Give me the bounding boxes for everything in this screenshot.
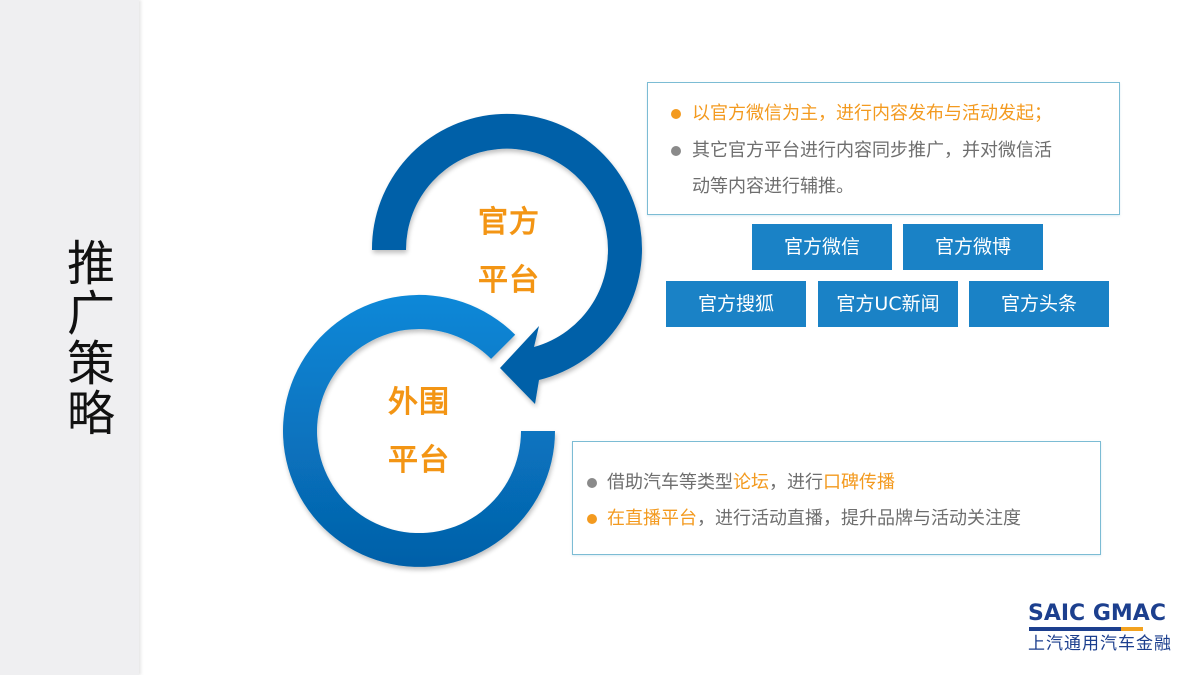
official-platform-description: 以官方微信为主，进行内容发布与活动发起； 其它官方平台进行内容同步推广，并对微信…	[647, 82, 1120, 215]
logo-chinese-name: 上汽通用汽车金融	[1028, 634, 1172, 654]
tag-official-uc-news[interactable]: 官方UC新闻	[818, 281, 958, 327]
label-line: 官方	[478, 205, 540, 240]
text-segment: ，进行	[769, 472, 823, 493]
text-segment: 借助汽车等类型	[607, 472, 733, 493]
section-title: 推广策略	[58, 238, 114, 438]
tag-official-toutiao[interactable]: 官方头条	[969, 281, 1109, 327]
logo-underline-orange	[1121, 627, 1143, 631]
bullet-text: 在直播平台，进行活动直播，提升品牌与活动关注度	[607, 506, 1021, 532]
bullet-gray-icon	[671, 146, 681, 156]
tag-official-weibo[interactable]: 官方微博	[903, 224, 1043, 270]
highlight-word-of-mouth: 口碑传播	[823, 472, 895, 493]
official-platform-label: 官方 平台	[464, 194, 554, 310]
bullet-text: 其它官方平台进行内容同步推广，并对微信活	[692, 140, 1052, 161]
official-platform-arrow	[371, 113, 642, 404]
label-line: 平台	[478, 263, 540, 298]
logo-wordmark: SAIC GMAC	[1028, 601, 1166, 626]
text-segment: ，进行活动直播，提升品牌与活动关注度	[697, 508, 1021, 529]
highlight-live-platform: 在直播平台	[607, 508, 697, 529]
highlight-forum: 论坛	[733, 472, 769, 493]
label-line: 外围	[388, 385, 450, 420]
bullet-gray-icon	[587, 478, 597, 488]
bullet-orange-icon	[671, 109, 681, 119]
bullet-text: 以官方微信为主，进行内容发布与活动发起；	[692, 103, 1052, 124]
bullet-text: 借助汽车等类型论坛，进行口碑传播	[607, 470, 895, 496]
external-platform-label: 外围 平台	[374, 374, 464, 490]
tag-official-sohu[interactable]: 官方搜狐	[666, 281, 806, 327]
sidebar: 推广策略	[0, 0, 139, 675]
logo-underline-blue	[1029, 627, 1121, 631]
bullet-text-continued: 动等内容进行辅推。	[692, 176, 854, 197]
bullet-orange-icon	[587, 514, 597, 524]
tag-official-wechat[interactable]: 官方微信	[752, 224, 892, 270]
label-line: 平台	[388, 443, 450, 478]
external-platform-description: 借助汽车等类型论坛，进行口碑传播 在直播平台，进行活动直播，提升品牌与活动关注度	[572, 441, 1101, 555]
